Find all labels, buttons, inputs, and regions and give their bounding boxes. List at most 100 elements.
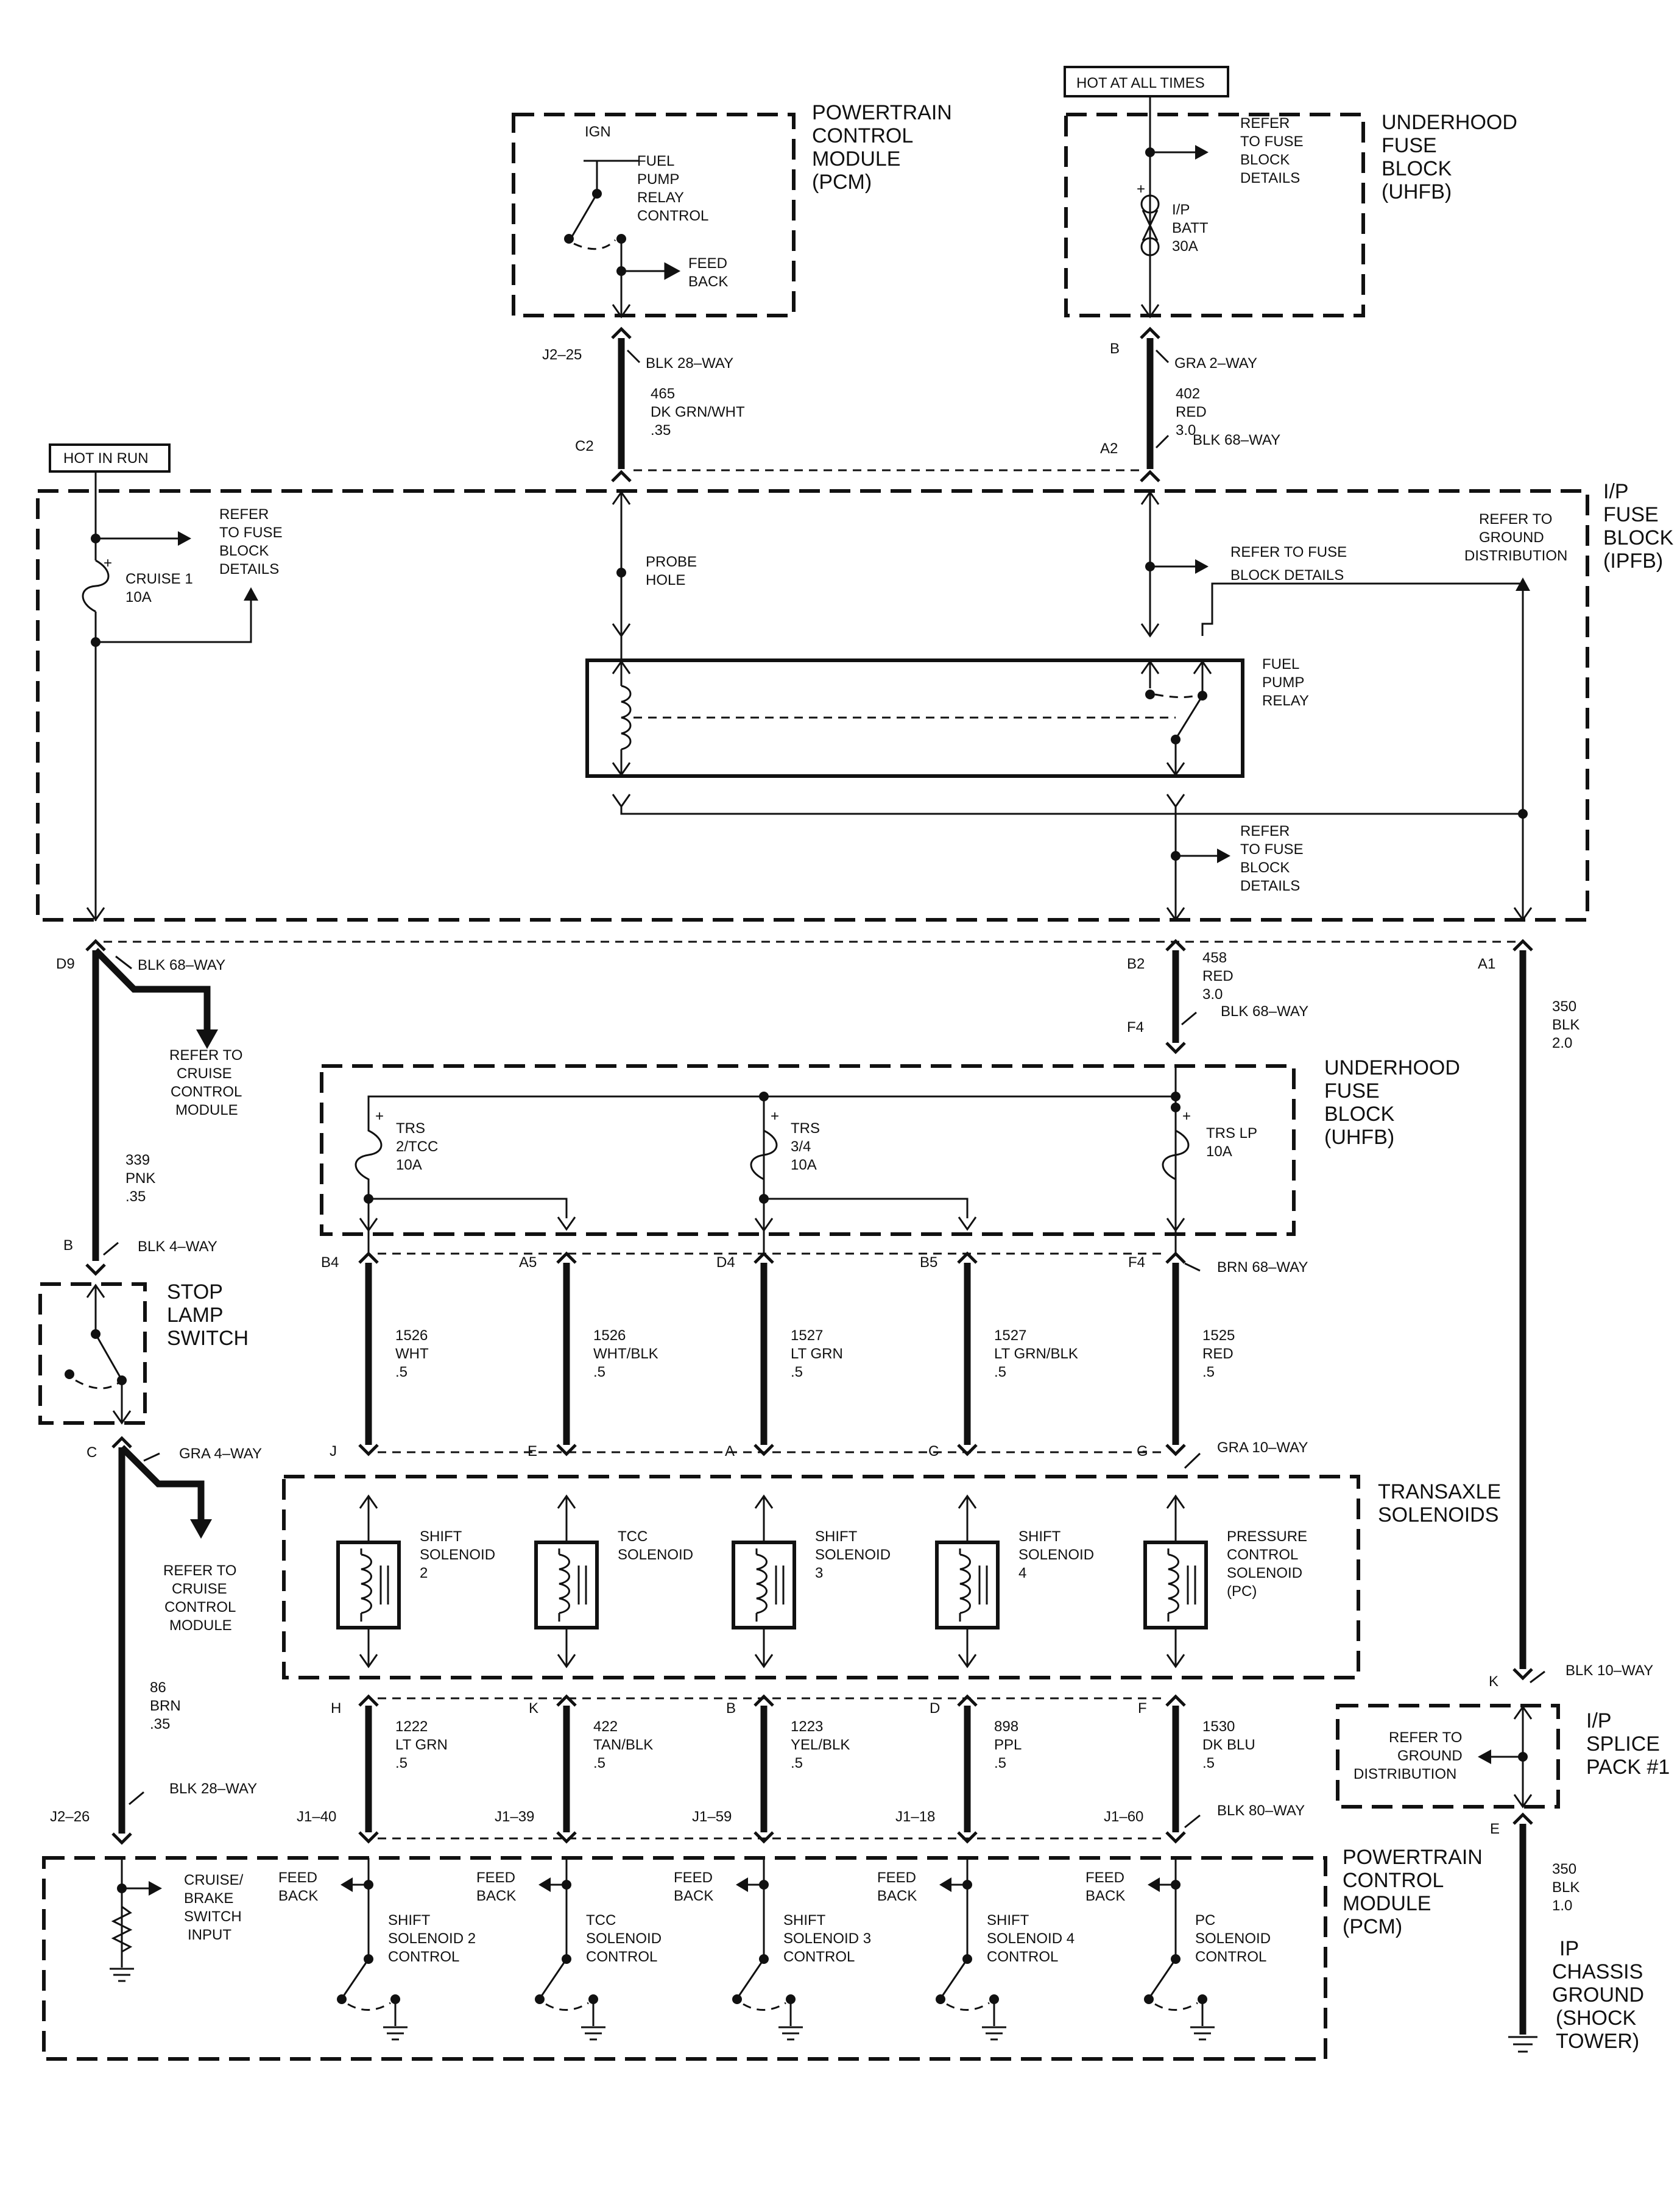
- svg-text:REFER TO FUSE: REFER TO FUSE: [1230, 544, 1347, 560]
- fuel-pump-relay-box: [585, 658, 1244, 778]
- solenoid-label: SOLENOID: [420, 1547, 495, 1563]
- driver-control-label: PC: [1195, 1912, 1215, 1929]
- wire-lower-label: .5: [395, 1755, 408, 1771]
- connector-arrow: [358, 1831, 379, 1844]
- svg-text:BRN: BRN: [150, 1698, 181, 1714]
- conn-brn-68-way: BRN 68–WAY: [1217, 1259, 1308, 1276]
- svg-text:2.0: 2.0: [1552, 1035, 1572, 1051]
- wire-upper-label: 1527: [791, 1327, 823, 1344]
- svg-text:BLK: BLK: [1552, 1017, 1579, 1033]
- wire-lower-label: .5: [1202, 1755, 1215, 1771]
- probe-hole-label: PROBE HOLE: [646, 554, 697, 588]
- solenoid-coil-icon: [1168, 1553, 1179, 1614]
- switch-arm: [540, 1958, 568, 1997]
- wire-339-label: 339 PNK .35: [125, 1152, 155, 1205]
- svg-text:CRUISE/: CRUISE/: [184, 1872, 244, 1888]
- connector-arrow: [1165, 1251, 1186, 1264]
- wire-lower-label: TAN/BLK: [593, 1737, 653, 1753]
- pin-b-top: B: [1110, 341, 1120, 357]
- pin-f4-ipfb: F4: [1127, 1019, 1144, 1036]
- feed-back-label: FEED: [877, 1869, 916, 1886]
- uhfb-top-refer: REFER TO FUSE BLOCK DETAILS: [1240, 115, 1304, 186]
- svg-text:BLOCK: BLOCK: [219, 543, 269, 559]
- svg-text:TRS LP: TRS LP: [1206, 1125, 1257, 1142]
- driver-control-label: SHIFT: [783, 1912, 826, 1929]
- refer-cruise-1: REFER TO CRUISE CONTROL MODULE: [169, 1047, 242, 1118]
- wire-lower-label: .5: [994, 1755, 1006, 1771]
- svg-text:10A: 10A: [791, 1157, 817, 1173]
- svg-text:PROBE: PROBE: [646, 554, 697, 570]
- pin-e-splice: E: [1490, 1821, 1500, 1837]
- svg-text:PUMP: PUMP: [637, 171, 679, 188]
- switch-contact: [337, 1994, 347, 2004]
- uhfb-mid-box: [320, 1064, 1296, 1236]
- svg-text:REFER: REFER: [1240, 115, 1290, 132]
- svg-text:I/P: I/P: [1586, 1709, 1612, 1732]
- connector-arrow: [358, 1251, 379, 1264]
- driver-control-label: CONTROL: [388, 1949, 459, 1965]
- svg-text:(UHFB): (UHFB): [1324, 1126, 1394, 1149]
- solenoid-label: SOLENOID: [1227, 1565, 1302, 1581]
- stop-lamp-switch-box: [38, 1282, 147, 1425]
- feed-back-label: FEED: [278, 1869, 317, 1886]
- svg-text:465: 465: [651, 386, 675, 402]
- connector-arrow: [556, 1831, 577, 1844]
- svg-text:UNDERHOOD: UNDERHOOD: [1382, 111, 1517, 134]
- wire-86-label: 86 BRN .35: [150, 1679, 181, 1732]
- fuel-pump-relay-label: FUEL PUMP RELAY: [1262, 656, 1309, 709]
- connector-arrow: [754, 1251, 774, 1264]
- svg-text:TO FUSE: TO FUSE: [1240, 133, 1304, 150]
- svg-text:(IPFB): (IPFB): [1603, 549, 1663, 573]
- arrow: [958, 1654, 977, 1668]
- trs-lp-fuse-icon: +: [1162, 1108, 1191, 1181]
- svg-text:BLOCK DETAILS: BLOCK DETAILS: [1230, 567, 1344, 584]
- relay-control-label: FUEL PUMP RELAY CONTROL: [637, 153, 708, 224]
- wire-lower-label: 898: [994, 1718, 1018, 1735]
- uhfb-pin-label: B5: [920, 1254, 937, 1271]
- connector-arrow: [957, 1444, 978, 1456]
- solenoid-body: [336, 1541, 401, 1629]
- svg-text:BLOCK: BLOCK: [1240, 860, 1290, 876]
- svg-text:HOLE: HOLE: [646, 572, 685, 588]
- connector-arrow: [1165, 1444, 1186, 1456]
- svg-text:FUSE: FUSE: [1382, 134, 1437, 157]
- connector-arrow: [556, 1444, 577, 1456]
- driver-control-label: CONTROL: [586, 1949, 657, 1965]
- wire-upper-label: .5: [593, 1364, 605, 1380]
- solenoid-label: 3: [815, 1565, 823, 1581]
- svg-text:CRUISE: CRUISE: [172, 1581, 227, 1597]
- svg-text:MODULE: MODULE: [1343, 1892, 1431, 1915]
- ipfb-refer-ground: REFER TO GROUND DISTRIBUTION: [1464, 511, 1567, 564]
- svg-text:SWITCH: SWITCH: [184, 1908, 242, 1925]
- uhfb-pin-label: B4: [321, 1254, 339, 1271]
- svg-text:RED: RED: [1202, 968, 1234, 984]
- connector-arrow: [754, 1444, 774, 1456]
- switch-arm: [941, 1958, 969, 1997]
- driver-control-label: SHIFT: [388, 1912, 431, 1929]
- solenoid-coil-icon: [756, 1553, 768, 1614]
- pin-j2-25: J2–25: [542, 347, 582, 363]
- solenoid-label: 4: [1018, 1565, 1026, 1581]
- svg-text:TRS: TRS: [396, 1120, 425, 1137]
- uhfb-pin-label: A5: [519, 1254, 537, 1271]
- connector-arrow: [358, 1444, 379, 1456]
- solenoid-lower-pin-label: K: [529, 1700, 538, 1717]
- svg-text:CHASSIS: CHASSIS: [1552, 1960, 1643, 1983]
- arrow: [1166, 1654, 1185, 1668]
- svg-text:GROUND: GROUND: [1552, 1983, 1644, 2007]
- svg-text:.35: .35: [651, 422, 671, 439]
- wire-lower-label: LT GRN: [395, 1737, 448, 1753]
- svg-text:CONTROL: CONTROL: [164, 1599, 236, 1615]
- svg-text:86: 86: [150, 1679, 166, 1696]
- pcm-pin-label: J1–18: [895, 1809, 935, 1825]
- wire-upper-label: 1526: [395, 1327, 428, 1344]
- wire-402-label: 402 RED 3.0: [1176, 386, 1207, 439]
- conn-blk-68-way-d9: BLK 68–WAY: [138, 957, 225, 973]
- svg-text:(UHFB): (UHFB): [1382, 180, 1452, 203]
- svg-text:458: 458: [1202, 950, 1227, 966]
- svg-text:BATT: BATT: [1172, 220, 1209, 236]
- svg-text:UNDERHOOD: UNDERHOOD: [1324, 1056, 1460, 1079]
- arrow: [359, 1654, 378, 1668]
- connector-arrow: [1165, 1694, 1186, 1707]
- wire-lower-label: .5: [593, 1755, 605, 1771]
